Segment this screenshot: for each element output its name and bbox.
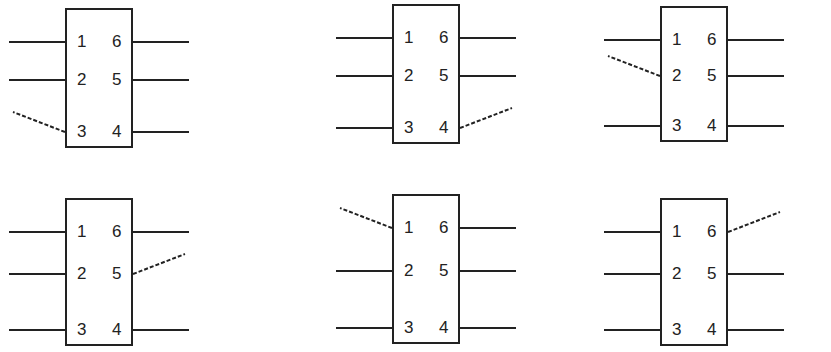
open-pin-lead [608, 56, 660, 76]
pin-lead [9, 329, 65, 331]
pin-number: 4 [112, 320, 121, 340]
pin-number: 4 [439, 118, 448, 138]
pin-number: 1 [404, 28, 413, 48]
pin-lead [604, 231, 660, 233]
pin-number: 5 [707, 66, 716, 86]
pin-lead [9, 231, 65, 233]
pin-number: 6 [112, 222, 121, 242]
pin-number: 2 [77, 264, 86, 284]
pin-lead [9, 273, 65, 275]
pin-lead [133, 79, 189, 81]
pin-lead [460, 37, 516, 39]
pin-number: 3 [77, 320, 86, 340]
pin-lead [460, 75, 516, 77]
open-pin-lead [340, 208, 392, 228]
pin-number: 1 [77, 222, 86, 242]
pin-number: 3 [404, 318, 413, 338]
pin-number: 6 [112, 32, 121, 52]
pin-number: 4 [707, 320, 716, 340]
pin-lead [604, 273, 660, 275]
pin-number: 6 [439, 28, 448, 48]
pin-number: 6 [707, 222, 716, 242]
pin-lead [728, 75, 784, 77]
pin-lead [604, 329, 660, 331]
pin-number: 3 [77, 122, 86, 142]
ic-package: 1 6 2 5 3 4 [392, 194, 460, 344]
pin-number: 1 [404, 218, 413, 238]
pin-lead [9, 79, 65, 81]
pin-lead [133, 231, 189, 233]
pin-lead [336, 127, 392, 129]
pin-number: 1 [672, 222, 681, 242]
pin-lead [133, 41, 189, 43]
pin-lead [460, 270, 516, 272]
ic-package: 1 6 2 5 3 4 [65, 8, 133, 148]
pin-lead [728, 273, 784, 275]
open-pin-lead [728, 212, 780, 232]
pin-number: 2 [404, 66, 413, 86]
pin-lead [133, 329, 189, 331]
pin-number: 1 [77, 32, 86, 52]
pin-lead [9, 41, 65, 43]
pin-number: 5 [439, 261, 448, 281]
pin-lead [336, 75, 392, 77]
open-pin-lead [460, 108, 512, 128]
pin-lead [336, 270, 392, 272]
pin-number: 2 [672, 264, 681, 284]
pin-number: 5 [707, 264, 716, 284]
pin-number: 2 [77, 70, 86, 90]
ic-package: 1 6 2 5 3 4 [65, 198, 133, 346]
pin-number: 3 [672, 320, 681, 340]
pin-lead [133, 131, 189, 133]
pin-number: 2 [672, 66, 681, 86]
pin-lead [728, 125, 784, 127]
pin-lead [336, 37, 392, 39]
pin-lead [604, 39, 660, 41]
pin-number: 5 [112, 70, 121, 90]
open-pin-lead [133, 254, 185, 274]
ic-package: 1 6 2 5 3 4 [660, 6, 728, 142]
pin-number: 6 [707, 30, 716, 50]
pin-number: 3 [404, 118, 413, 138]
pin-lead [728, 39, 784, 41]
pin-number: 5 [112, 264, 121, 284]
pin-number: 2 [404, 261, 413, 281]
ic-package: 1 6 2 5 3 4 [660, 198, 728, 346]
pin-number: 5 [439, 66, 448, 86]
pin-number: 6 [439, 218, 448, 238]
pin-lead [336, 327, 392, 329]
pin-lead [728, 329, 784, 331]
open-pin-lead [13, 112, 65, 132]
pin-lead [460, 327, 516, 329]
ic-package: 1 6 2 5 3 4 [392, 4, 460, 144]
pin-number: 4 [439, 318, 448, 338]
pin-number: 1 [672, 30, 681, 50]
pin-number: 4 [707, 116, 716, 136]
pin-lead [460, 227, 516, 229]
pin-number: 4 [112, 122, 121, 142]
pin-number: 3 [672, 116, 681, 136]
pin-lead [604, 125, 660, 127]
